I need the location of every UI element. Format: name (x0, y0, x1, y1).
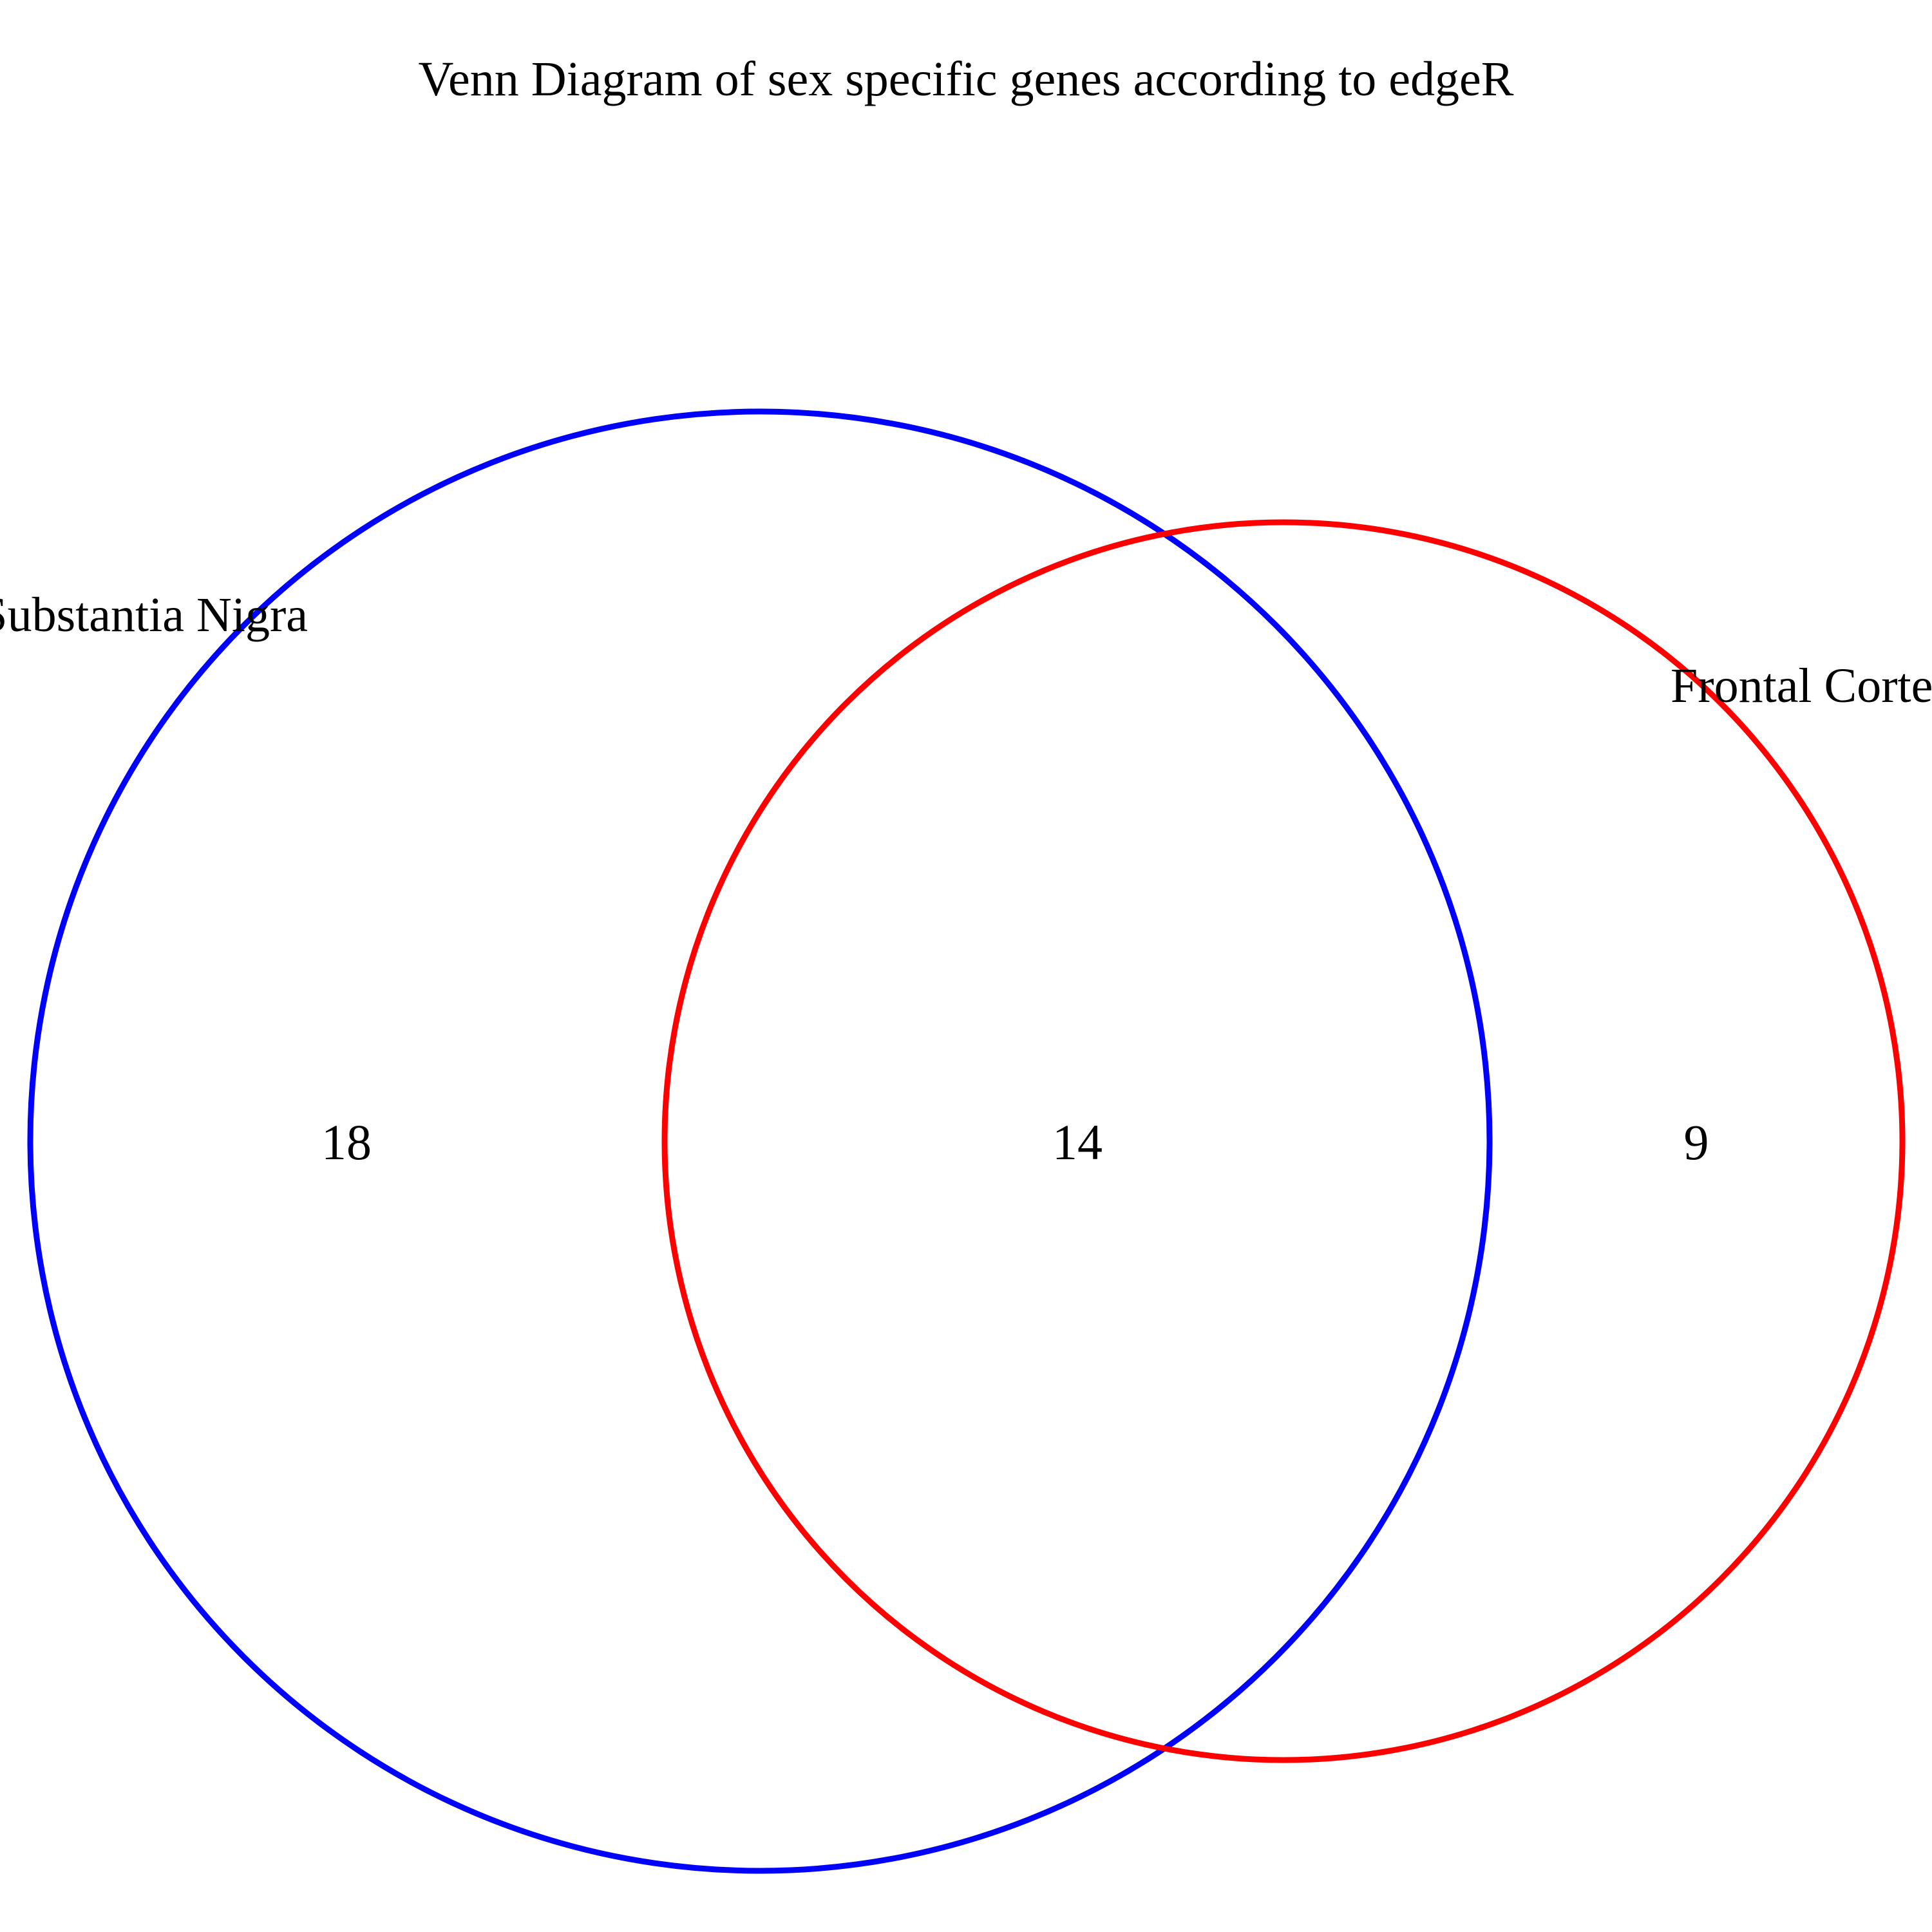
count-intersection: 14 (1052, 1114, 1103, 1170)
set-circle-frontal-cortex (661, 519, 1906, 1763)
set-label-substantia-nigra: Substantia Nigra (0, 588, 308, 642)
count-substantia-nigra-only: 18 (321, 1114, 372, 1170)
set-label-frontal-cortex: Frontal Cortex (1671, 659, 1932, 713)
set-circle-substantia-nigra (27, 408, 1493, 1874)
count-frontal-cortex-only: 9 (1684, 1114, 1709, 1170)
chart-title: Venn Diagram of sex specific genes accor… (419, 52, 1514, 106)
